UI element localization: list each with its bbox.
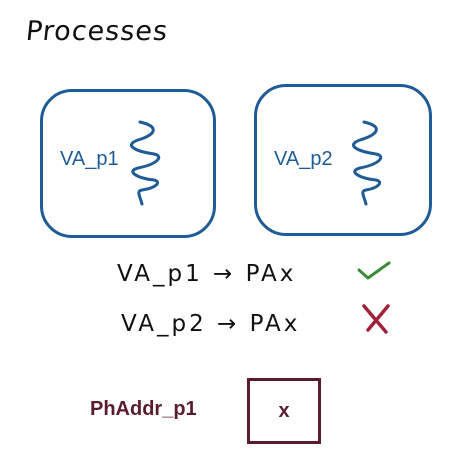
mapping-line-p2: VA_p2 → PAx xyxy=(121,311,301,337)
diagram-title: Processes xyxy=(24,16,170,47)
physical-address-box: x xyxy=(247,378,321,444)
mapping-line-p1: VA_p1 → PAx xyxy=(117,261,297,287)
process-squiggle-icon xyxy=(130,120,161,206)
physical-address-label: PhAddr_p1 xyxy=(90,398,197,420)
physical-address-value: x xyxy=(278,399,290,422)
process-squiggle-icon xyxy=(352,120,383,206)
process-label-p2: VA_p2 xyxy=(274,148,333,170)
process-box-p2 xyxy=(254,84,432,236)
process-box-p1 xyxy=(40,89,216,238)
process-label-p1: VA_p1 xyxy=(60,148,119,170)
cross-icon xyxy=(362,304,390,334)
check-icon xyxy=(357,261,391,280)
